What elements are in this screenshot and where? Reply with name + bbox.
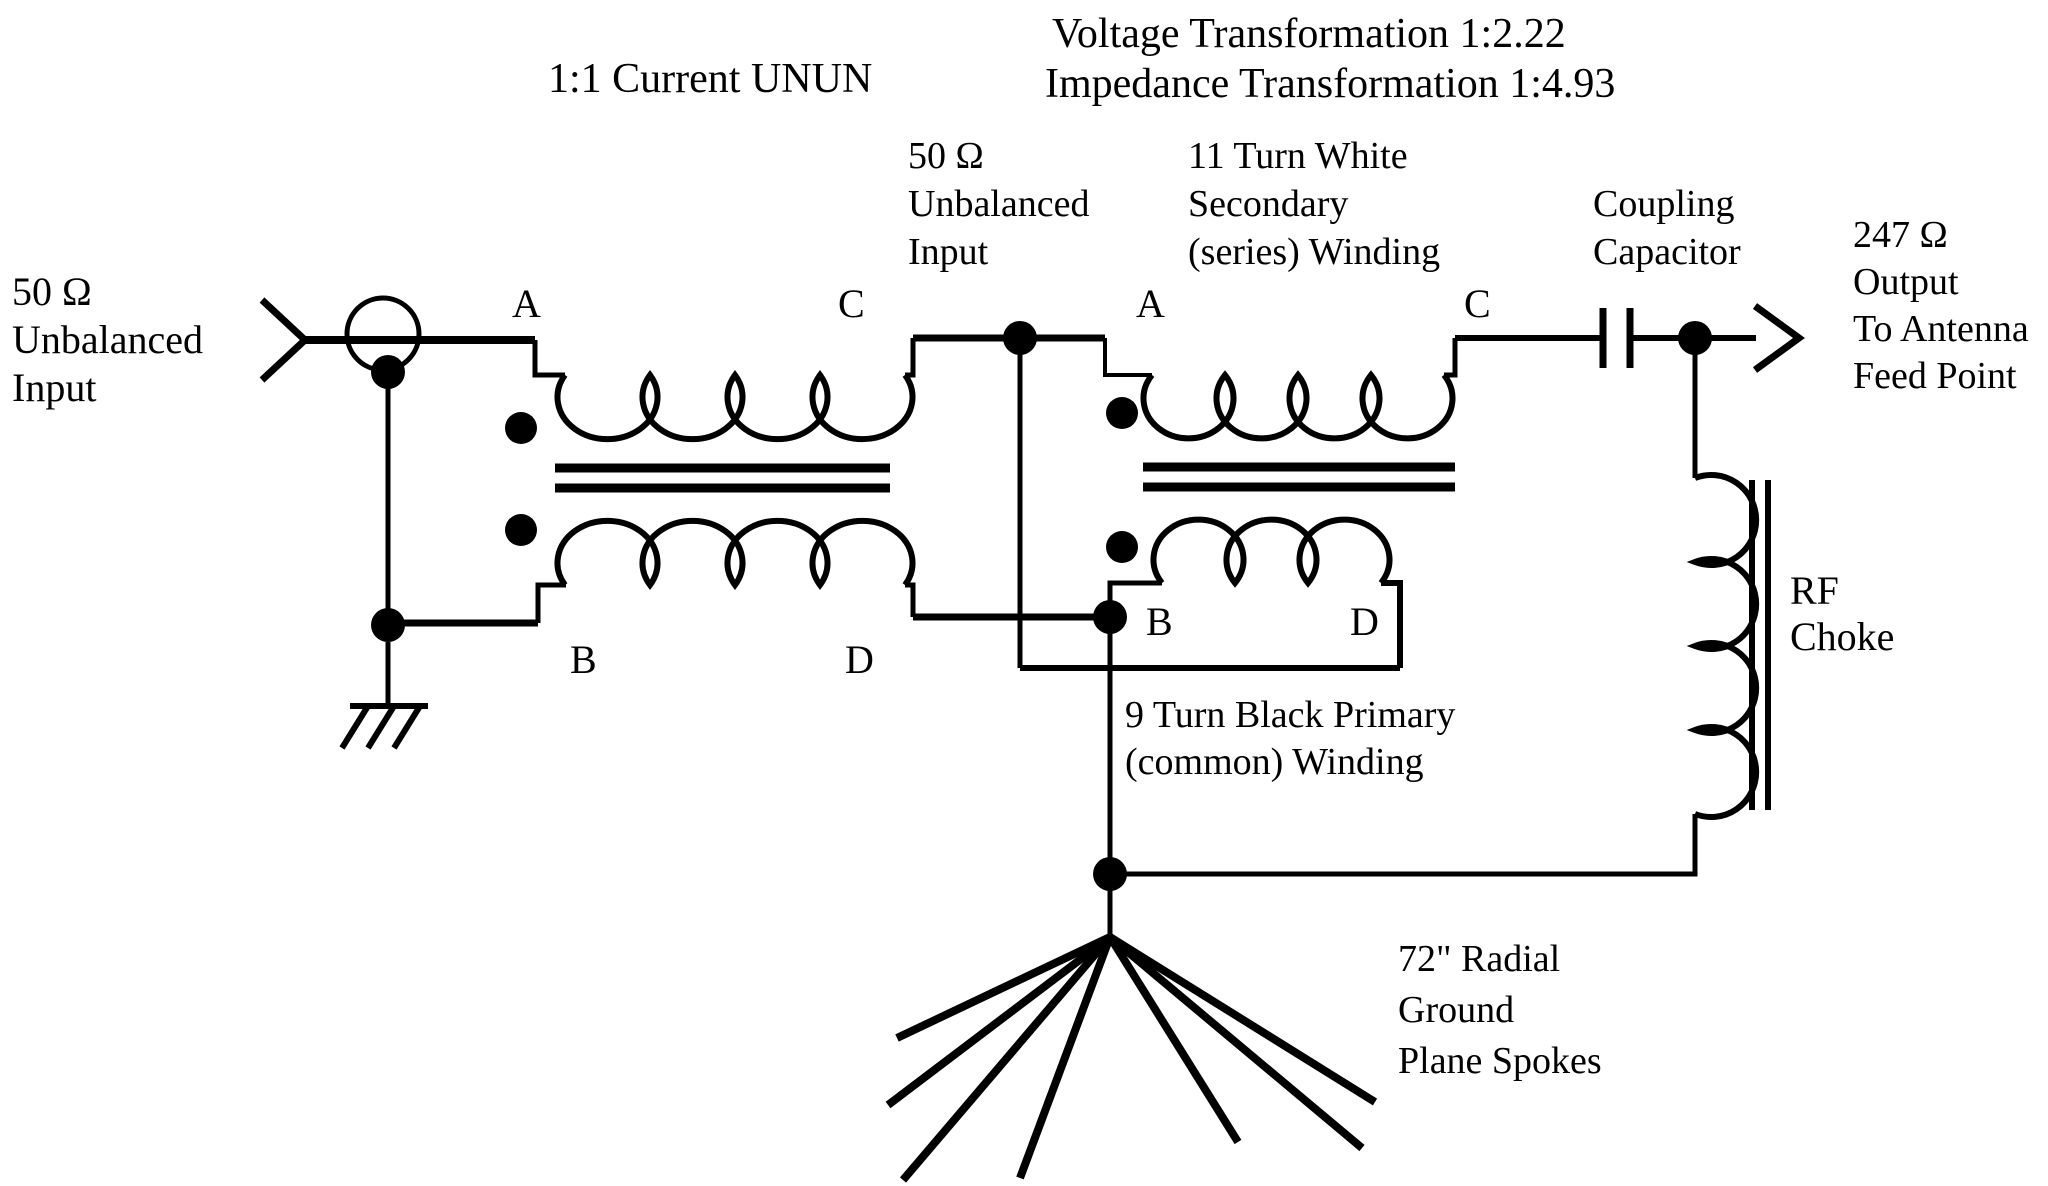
mid-input-line: 50 Ω <box>908 135 984 177</box>
mid-input-line: Input <box>908 231 989 273</box>
rf-choke-winding <box>1686 472 1760 820</box>
source-input-line: 50 Ω <box>12 269 92 314</box>
t1-terminal-a: A <box>512 281 541 326</box>
voltage-transformation-label: Voltage Transformation 1:2.22 <box>1052 11 1566 57</box>
rf-choke-line: RF <box>1790 568 1839 613</box>
radials-label: 72" Radial Ground Plane Spokes <box>1398 934 1602 1087</box>
t1-bottom-winding <box>554 517 916 591</box>
t2-phase-dot <box>1106 397 1138 429</box>
hot-to-d-bottom-wire <box>1020 580 1403 671</box>
t2-top-winding <box>1140 370 1456 442</box>
t1-terminal-d: D <box>845 637 874 682</box>
output-line: Output <box>1853 261 1959 303</box>
mid-input-label: 50 Ω Unbalanced Input <box>908 132 1089 276</box>
t2-terminal-b: B <box>1146 599 1173 644</box>
output-line: 247 Ω <box>1853 214 1948 256</box>
b-step-wire <box>535 582 566 623</box>
t1-a-step-wire <box>532 340 565 378</box>
source-input-label: 50 Ω Unbalanced Input <box>12 268 203 412</box>
output-line: Feed Point <box>1853 355 2017 397</box>
t2-core-bars <box>1143 462 1455 492</box>
t2-terminal-c: C <box>1464 281 1491 326</box>
t2-bottom-winding <box>1150 516 1393 588</box>
t2-a-step-wire <box>1103 338 1152 377</box>
ground-icon <box>339 642 428 750</box>
radial-junction-dot <box>1093 857 1127 891</box>
radial-spokes-icon <box>885 933 1378 1183</box>
mid-input-line: Unbalanced <box>908 183 1090 225</box>
output-line: To Antenna <box>1853 308 2029 350</box>
output-label: 247 Ω Output To Antenna Feed Point <box>1853 212 2029 400</box>
t2-phase-dot <box>1106 531 1138 563</box>
source-input-line: Input <box>12 365 97 410</box>
primary-winding-line: (common) Winding <box>1125 741 1424 783</box>
primary-winding-label: 9 Turn Black Primary (common) Winding <box>1125 692 1455 786</box>
t1-terminal-c: C <box>838 281 865 326</box>
t1-phase-dot <box>505 412 537 444</box>
secondary-winding-line: (series) Winding <box>1188 231 1441 273</box>
rf-choke-core-bars <box>1749 480 1771 810</box>
choke-bottom-wire <box>1110 814 1698 877</box>
radials-line: 72" Radial <box>1398 938 1561 980</box>
t1-d-step-wire <box>905 582 916 617</box>
secondary-winding-label: 11 Turn White Secondary (series) Winding <box>1188 132 1440 276</box>
rf-choke-label: RF Choke <box>1790 568 1894 660</box>
t1-c-step-wire <box>905 338 916 378</box>
t2-b-step-wire <box>1107 580 1162 617</box>
impedance-transformation-label: Impedance Transformation 1:4.93 <box>1045 61 1616 107</box>
t2-terminal-d: D <box>1350 599 1379 644</box>
coupling-capacitor-icon <box>1599 308 1634 368</box>
source-input-line: Unbalanced <box>12 317 204 362</box>
coax-input-arrow-icon <box>259 297 311 383</box>
t1-core-bars <box>555 463 890 493</box>
t2-terminal-a: A <box>1136 281 1165 326</box>
coupling-capacitor-label: Coupling Capacitor <box>1593 180 1741 276</box>
output-arrow-icon <box>1752 303 1805 373</box>
coupling-capacitor-line: Capacitor <box>1593 231 1741 273</box>
rf-choke-line: Choke <box>1790 614 1895 659</box>
t1-terminal-b: B <box>570 637 597 682</box>
radials-line: Ground <box>1398 989 1515 1031</box>
secondary-winding-line: 11 Turn White <box>1188 135 1408 177</box>
radials-line: Plane Spokes <box>1398 1040 1602 1082</box>
unun-title: 1:1 Current UNUN <box>548 56 873 102</box>
t1-phase-dot <box>505 514 537 546</box>
t1-top-winding <box>554 369 916 443</box>
coupling-capacitor-line: Coupling <box>1593 183 1735 225</box>
t2-c-step-wire <box>1444 338 1458 378</box>
primary-winding-line: 9 Turn Black Primary <box>1125 694 1456 736</box>
secondary-winding-line: Secondary <box>1188 183 1349 225</box>
